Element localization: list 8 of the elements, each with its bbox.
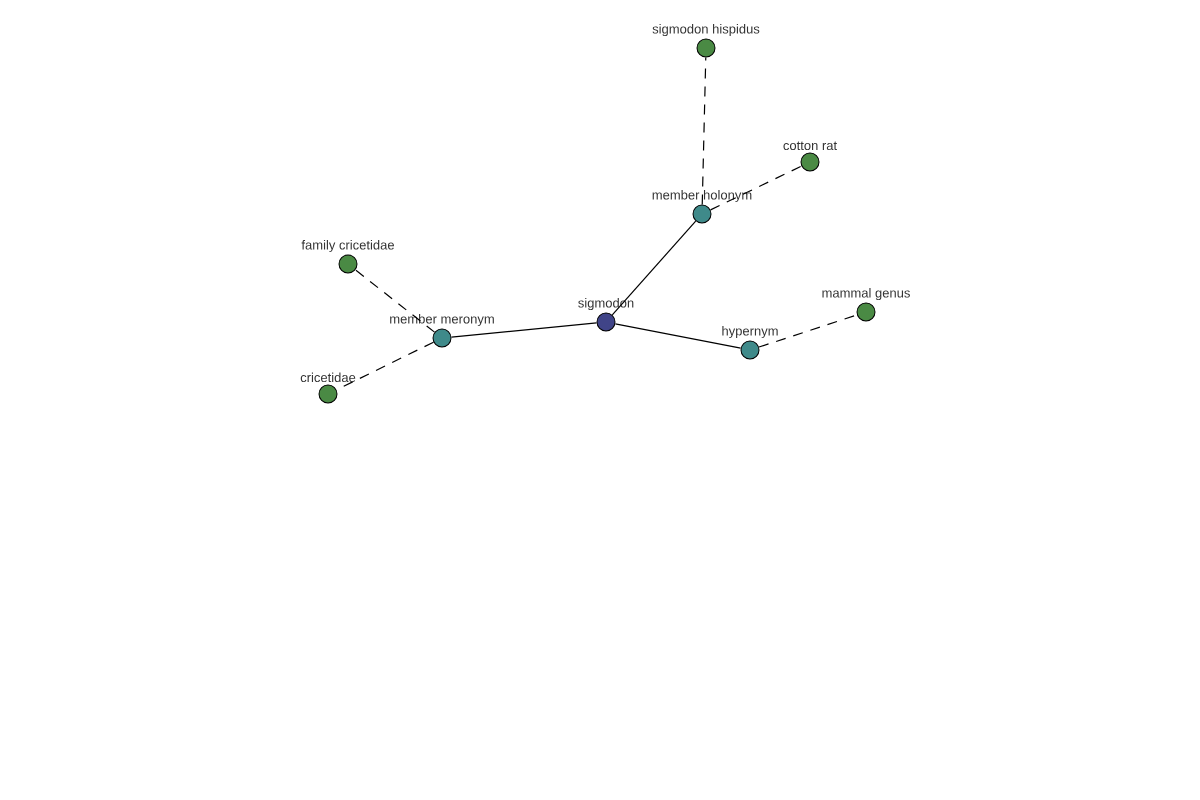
- connector-line: [701, 56, 707, 206]
- connector-line: [335, 341, 435, 391]
- connector-line: [611, 220, 697, 316]
- connector-line: [758, 314, 858, 348]
- connector-line: [709, 165, 803, 211]
- connector-line: [354, 269, 436, 333]
- connector-line: [614, 323, 742, 349]
- connector-line: [450, 322, 598, 338]
